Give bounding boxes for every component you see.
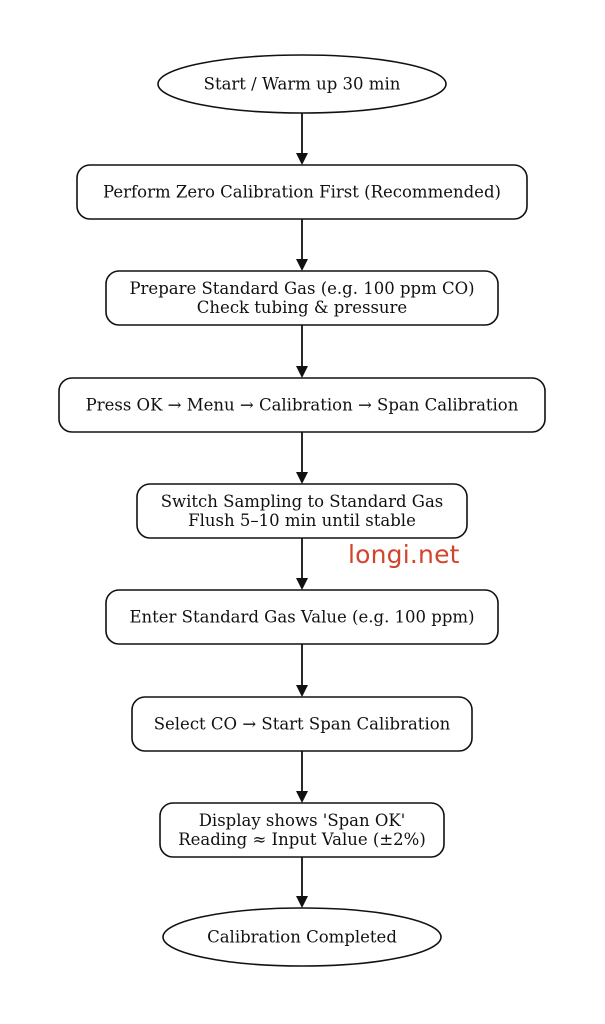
flow-arrow-1 bbox=[296, 113, 308, 165]
flow-step-text: Calibration Completed bbox=[207, 928, 397, 947]
flow-step-text: Flush 5–10 min until stable bbox=[188, 511, 416, 530]
flow-step-text: Perform Zero Calibration First (Recommen… bbox=[103, 183, 501, 202]
flow-step-text: Select CO → Start Span Calibration bbox=[154, 715, 451, 734]
flow-step-text: Press OK → Menu → Calibration → Span Cal… bbox=[86, 396, 519, 415]
flow-step-1: Start / Warm up 30 min bbox=[157, 54, 447, 114]
flow-step-text: Switch Sampling to Standard Gas bbox=[161, 492, 444, 511]
flow-step-text: Display shows 'Span OK' bbox=[199, 811, 406, 830]
flow-step-text: Prepare Standard Gas (e.g. 100 ppm CO) bbox=[129, 279, 474, 298]
flow-arrow-2 bbox=[296, 219, 308, 271]
flow-step-text: Enter Standard Gas Value (e.g. 100 ppm) bbox=[129, 608, 474, 627]
flow-step-4: Press OK → Menu → Calibration → Span Cal… bbox=[58, 377, 546, 433]
flow-arrow-7 bbox=[296, 751, 308, 803]
flow-step-9: Calibration Completed bbox=[162, 907, 442, 967]
flow-step-3: Prepare Standard Gas (e.g. 100 ppm CO)Ch… bbox=[105, 270, 499, 326]
watermark-text: longi.net bbox=[348, 540, 460, 569]
flow-arrow-8 bbox=[296, 857, 308, 908]
flow-step-7: Select CO → Start Span Calibration bbox=[131, 696, 473, 752]
flow-step-text: Check tubing & pressure bbox=[197, 298, 407, 317]
flow-step-2: Perform Zero Calibration First (Recommen… bbox=[76, 164, 528, 220]
flow-step-8: Display shows 'Span OK'Reading ≈ Input V… bbox=[159, 802, 445, 858]
flow-arrow-6 bbox=[296, 644, 308, 697]
flow-step-text: Start / Warm up 30 min bbox=[204, 75, 401, 94]
flow-arrow-3 bbox=[296, 325, 308, 378]
flow-step-text: Reading ≈ Input Value (±2%) bbox=[178, 830, 426, 849]
flow-step-6: Enter Standard Gas Value (e.g. 100 ppm) bbox=[105, 589, 499, 645]
flow-arrow-4 bbox=[296, 432, 308, 484]
flow-arrow-5 bbox=[296, 538, 308, 590]
